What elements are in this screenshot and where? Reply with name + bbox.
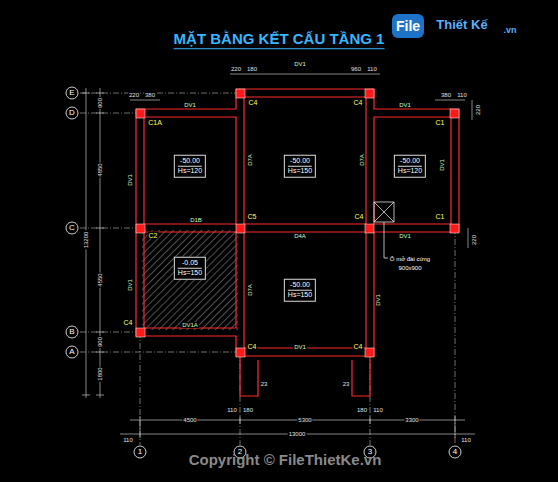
column-tag: C5 (247, 213, 258, 220)
dimension: 23 (260, 381, 269, 387)
beam-tag: D1B (189, 217, 203, 223)
dimension: 900 (97, 97, 103, 109)
beam-tag: DV1 (398, 233, 412, 239)
grid-bubble: 1 (137, 448, 143, 456)
beam-tag: D7A (247, 153, 253, 167)
beam-tag: DV1A (181, 322, 199, 328)
drawing-title: MẶT BẰNG KẾT CẤU TẦNG 1 (174, 31, 385, 49)
beam-tag: D7A (247, 283, 253, 297)
slab-tag: -50.00Hs=120 (174, 155, 206, 178)
dimension: 110 (366, 66, 378, 72)
logo-text: .vn (502, 26, 517, 35)
beam-tag: DV1 (375, 293, 381, 307)
beam-tag: DV1 (183, 102, 197, 108)
slab-text: Hs=150 (288, 291, 312, 300)
grid-bubble: C (68, 224, 76, 232)
slab-text: -50.00 (398, 157, 422, 167)
column-tag: C4 (354, 213, 365, 220)
dimension: 4850 (97, 162, 103, 177)
logo-text: Thiết Kế (435, 18, 488, 31)
beam-tag: DV1 (127, 173, 133, 187)
slab-text: Hs=150 (288, 167, 312, 176)
dimension: 1800 (97, 366, 103, 381)
column-tag: C1 (435, 213, 446, 220)
slab-text: -50.00 (288, 157, 312, 167)
column-tag: C1A (147, 119, 163, 126)
slab-text: -0.05 (178, 259, 202, 269)
dimension: 220 (230, 66, 242, 72)
dimension: 4550 (97, 272, 103, 287)
beam-tag: DV1 (293, 344, 307, 350)
slab-tag: -50.00Hs=150 (284, 279, 316, 302)
grid-bubble: D (68, 109, 76, 117)
dimension: 380 (440, 92, 452, 98)
slab-tag: -0.05Hs=150 (174, 257, 206, 280)
column-tag: C4 (248, 99, 259, 106)
dimension: 13200 (83, 231, 89, 250)
dimension: 13000 (288, 431, 307, 437)
beam-tag: DV1 (439, 158, 445, 172)
slab-tag: -50.00Hs=120 (394, 155, 426, 178)
column-tag: C1 (435, 119, 446, 126)
dimension: 110 (226, 407, 238, 413)
beam-tag: D4A (293, 233, 307, 239)
note-text: Ô mở đài cứng (389, 256, 431, 262)
logo-text: File (395, 19, 421, 33)
dimension: 960 (350, 66, 362, 72)
beam-tag: DV1 (293, 61, 307, 67)
beam-tag: DV1 (127, 278, 133, 292)
dimension: 4500 (182, 417, 197, 423)
slab-text: -50.00 (288, 281, 312, 291)
column-tag: C4 (123, 319, 134, 326)
dimension: 380 (144, 92, 156, 98)
slab-text: Hs=120 (398, 167, 422, 176)
slab-text: Hs=150 (178, 269, 202, 278)
slab-tag: -50.00Hs=150 (284, 155, 316, 178)
dimension: 5300 (297, 417, 312, 423)
grid-bubble: 4 (452, 448, 458, 456)
beam-tag: D7A (359, 153, 365, 167)
dimension: 3300 (404, 417, 419, 423)
column-tag: C4 (247, 343, 258, 350)
note-text: 900x900 (397, 265, 422, 271)
dimension: 110 (122, 437, 134, 443)
grid-bubble: A (68, 348, 75, 356)
dimension: 220 (471, 234, 477, 246)
slab-text: Hs=120 (178, 167, 202, 176)
dimension: 110 (372, 407, 384, 413)
grid-bubble: B (68, 328, 75, 336)
grid-bubble: E (68, 89, 75, 97)
beam-tag: DV1 (398, 102, 412, 108)
logo-box (392, 14, 424, 38)
dimension: 180 (242, 407, 254, 413)
dimension: 220 (475, 104, 481, 116)
dimension: 23 (342, 381, 351, 387)
dimension: 180 (246, 66, 258, 72)
dimension: 180 (356, 407, 368, 413)
dimension: 110 (456, 92, 468, 98)
column-tag: C4 (353, 99, 364, 106)
column-tag: C4 (353, 343, 364, 350)
dimension: 110 (460, 437, 472, 443)
slab-text: -50.00 (178, 157, 202, 167)
dimension: 220 (128, 92, 140, 98)
column-tag: C2 (148, 232, 159, 239)
watermark: Copyright © FileThietKe.vn (188, 452, 383, 467)
dimension: 900 (97, 336, 103, 348)
